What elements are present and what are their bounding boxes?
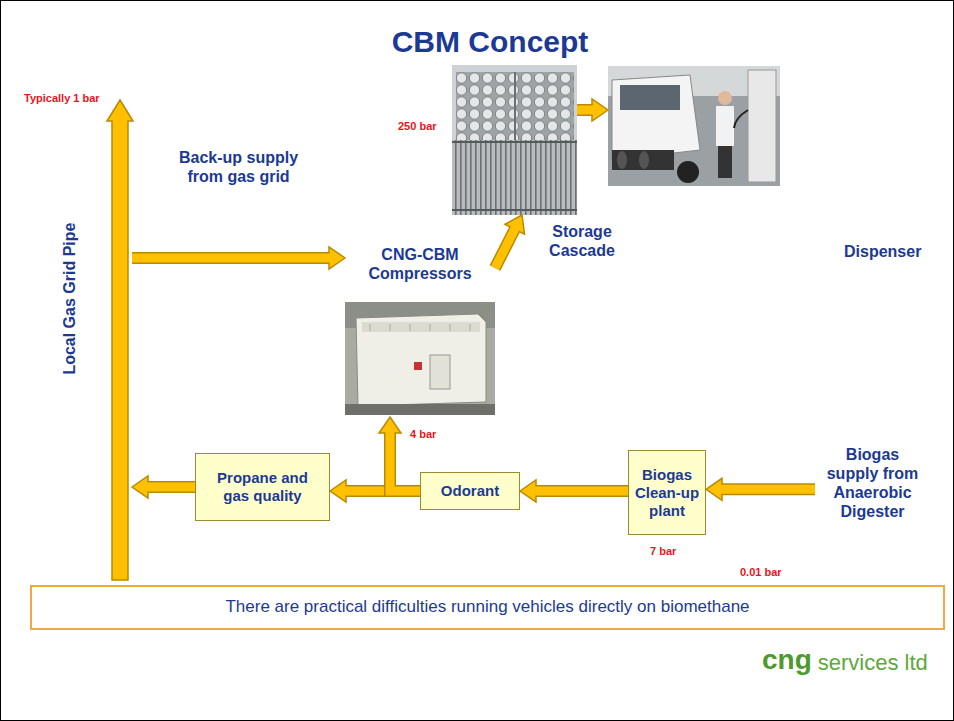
flow-arrow <box>577 99 608 121</box>
process-box: Biogas Clean-up plant <box>628 450 706 535</box>
arrow-head <box>330 480 346 502</box>
arrow-outline <box>535 485 629 497</box>
truck-wheel <box>677 161 699 183</box>
node-label: Biogas supply from Anaerobic Digester <box>822 445 923 522</box>
vent-slot <box>370 324 371 331</box>
gas-grid-pipe: Local Gas Grid Pipe <box>55 100 132 580</box>
person-body <box>716 106 734 146</box>
arrow-shaft <box>132 254 331 263</box>
arrow-shaft <box>495 228 515 268</box>
arrow-outline <box>721 483 816 495</box>
fuel-hose <box>734 110 748 128</box>
vent-slot <box>410 324 411 331</box>
flow-arrow <box>495 215 525 268</box>
arrow-head <box>329 247 345 269</box>
cylinder-rack <box>456 72 574 146</box>
arrow-head <box>379 417 401 433</box>
arrow-shaft <box>721 485 816 494</box>
flow-arrow <box>520 480 628 502</box>
dispenser-unit: Dispenser <box>608 66 780 186</box>
dispenser-picture <box>608 66 780 186</box>
compressor-unit: CNG-CBM Compressors <box>345 245 495 417</box>
process-box: Propane and gas quality <box>195 453 330 521</box>
flow-arrow <box>706 478 815 500</box>
warning-sign <box>414 362 422 370</box>
arrow-outline <box>132 252 331 264</box>
source-label: Biogas supply from Anaerobic Digester <box>815 438 930 529</box>
cabinet-door <box>430 355 450 389</box>
node-label: Propane and gas quality <box>211 469 314 505</box>
node-label: There are practical difficulties running… <box>42 597 933 617</box>
pressure-note: 7 bar <box>650 545 676 558</box>
cylinder-ends <box>456 72 574 146</box>
storage-cascade: Storage Cascade <box>452 65 577 215</box>
slide-title: CBM Concept <box>300 24 680 60</box>
tank-end <box>639 151 649 169</box>
fence-bars <box>452 140 577 215</box>
edge-label: Back-up supply from gas grid <box>179 148 299 186</box>
arrow-head <box>132 476 148 498</box>
fence-rail <box>452 141 577 143</box>
tank-end <box>617 151 627 169</box>
concrete-base <box>345 404 495 415</box>
photo-ground <box>608 66 780 186</box>
photo-ground <box>345 302 495 415</box>
pressure-note: 0.01 bar <box>740 566 782 579</box>
storage-picture <box>452 65 577 215</box>
node-label: CNG-CBM Compressors <box>360 245 480 283</box>
vent-band <box>362 322 480 332</box>
person-head <box>718 91 732 105</box>
gas-pipe-arrow <box>107 100 133 580</box>
arrow-outline <box>147 481 196 493</box>
arrow-outline <box>390 432 420 492</box>
pressure-note: 4 bar <box>410 428 436 441</box>
arrow-shaft <box>577 106 594 115</box>
node-label: Biogas Clean-up plant <box>634 466 700 520</box>
rack-post <box>514 72 516 146</box>
pressure-note: Typically 1 bar <box>24 92 100 105</box>
compressor-cabinet <box>356 314 486 406</box>
photo-ground <box>452 65 577 215</box>
node-label: Dispenser <box>844 242 921 261</box>
note-box: There are practical difficulties running… <box>30 585 945 630</box>
arrow-outline <box>577 104 594 116</box>
process-box: Odorant <box>420 472 520 510</box>
node-label: Odorant <box>430 482 510 500</box>
fence-panel <box>452 140 577 215</box>
node-label: Local Gas Grid Pipe <box>60 222 79 374</box>
node-label: Storage Cascade <box>540 222 624 260</box>
fuel-dispenser <box>748 70 776 182</box>
pipe-shape <box>107 100 133 580</box>
pressure-note: 250 bar <box>398 120 437 133</box>
truck-cab <box>612 75 700 160</box>
fence-rail <box>452 209 577 211</box>
logo-text: services ltd <box>818 652 928 674</box>
vent-slot <box>430 324 431 331</box>
arrow-shaft <box>535 487 629 496</box>
vent-slot <box>390 324 391 331</box>
vent-slot <box>450 324 451 331</box>
logo-text: cng <box>762 646 812 674</box>
flow-arrow <box>132 476 195 498</box>
windscreen <box>620 85 680 110</box>
gas-tanks <box>612 150 674 170</box>
person-legs <box>718 146 732 178</box>
arrow-shaft <box>390 432 420 492</box>
arrow-head <box>706 478 722 500</box>
arrow-shaft <box>147 483 196 492</box>
arrow-outline <box>495 228 515 268</box>
compressor-picture <box>345 302 495 415</box>
arrow-head <box>592 99 608 121</box>
flow-arrow <box>132 247 345 269</box>
arrow-head <box>520 480 536 502</box>
vent-slot <box>470 324 471 331</box>
